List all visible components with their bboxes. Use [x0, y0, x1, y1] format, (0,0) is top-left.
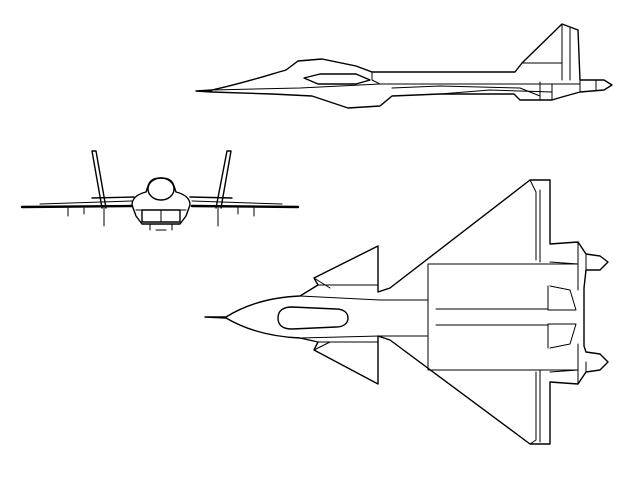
top-nozzles [577, 241, 587, 385]
top-wing-details [529, 179, 541, 445]
front-right-fin [215, 150, 232, 209]
front-canopy [147, 177, 175, 201]
front-view [20, 150, 300, 231]
front-right-stab [189, 196, 233, 199]
front-pylons [67, 207, 255, 231]
top-intakes [299, 284, 429, 343]
top-spine [427, 263, 579, 371]
top-tailplanes [547, 261, 579, 373]
side-intake-window [303, 73, 371, 85]
side-canopy [285, 58, 373, 73]
top-view [204, 179, 609, 445]
top-planform [204, 179, 609, 445]
front-right-wing [190, 204, 300, 209]
front-left-wing [20, 204, 134, 209]
side-view [195, 23, 613, 109]
side-midline [211, 83, 581, 91]
top-canopy [277, 306, 349, 330]
front-left-stab [91, 196, 135, 199]
side-vertical-tail [521, 23, 571, 81]
side-fuselage [195, 23, 613, 109]
front-left-fin [91, 150, 107, 209]
side-nozzle [579, 79, 597, 93]
